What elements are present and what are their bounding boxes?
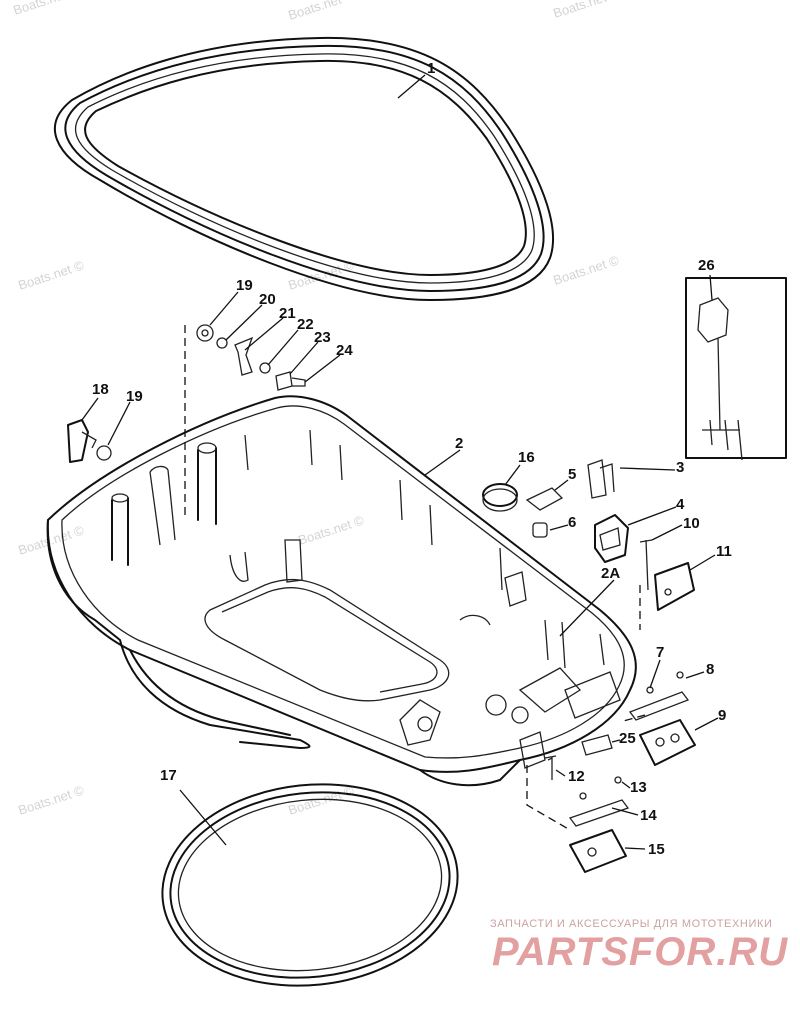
callout-18: 18 [92,381,109,398]
part-2-bottom-cowl [46,395,637,787]
callout-3: 3 [676,459,684,476]
parts-19-24-latch-hardware [196,324,306,391]
callout-26: 26 [698,257,715,274]
callout-1: 1 [427,60,435,77]
parts-7-9-plate [628,671,696,766]
callout-12: 12 [568,768,585,785]
callout-22: 22 [297,316,314,333]
callout-2: 2 [455,435,463,452]
watermark: Boats.net © [551,0,621,21]
callout-17: 17 [160,767,177,784]
part-16-plug [482,483,518,512]
parts-10-11-bracket [639,539,695,611]
callout-20: 20 [259,291,276,308]
callout-21: 21 [279,305,296,322]
assembly-lines [184,325,646,831]
callout-24: 24 [336,342,353,359]
callout-10: 10 [683,515,700,532]
part-17-bottom-seal [161,783,459,987]
callout-15: 15 [648,841,665,858]
callout-5: 5 [568,466,576,483]
part-25-decal [581,734,613,756]
callout-8: 8 [706,661,714,678]
callout-2a: 2A [601,565,620,582]
callout-4: 4 [676,496,685,513]
leader-lines [81,74,719,850]
watermark: Boats.net © [16,782,86,817]
callout-9: 9 [718,707,726,724]
part-26-inset-box [685,277,787,461]
watermark: Boats.net [286,0,343,23]
callout-14: 14 [640,807,657,824]
watermark-layer: Boats.net Boats.net Boats.net © Boats.ne… [11,0,621,818]
parts-18-19-latch [67,419,112,463]
callout-7: 7 [656,644,664,661]
brand-subtitle: ЗАПЧАСТИ И АКСЕССУАРЫ ДЛЯ МОТОТЕХНИКИ [490,918,773,930]
watermark: Boats.net © [16,257,86,292]
part-1-top-seal [54,36,554,301]
callout-19: 19 [236,277,253,294]
watermark: Boats.net © [551,252,621,287]
callout-25: 25 [619,730,636,747]
parts-3-6-fittings [525,459,629,563]
callout-19: 19 [126,388,143,405]
callout-16: 16 [518,449,535,466]
callout-11: 11 [716,543,732,560]
parts-12-15-plate [544,755,630,873]
watermark: Boats.net [11,0,68,18]
callout-13: 13 [630,779,647,796]
brand-logo: PARTSFOR.RU [492,930,789,974]
callout-6: 6 [568,514,576,531]
callout-labels: 1 2 2A 3 4 5 6 7 8 9 10 11 12 13 14 15 1… [92,60,732,858]
watermark: Boats.net © [296,512,366,547]
callout-23: 23 [314,329,331,346]
